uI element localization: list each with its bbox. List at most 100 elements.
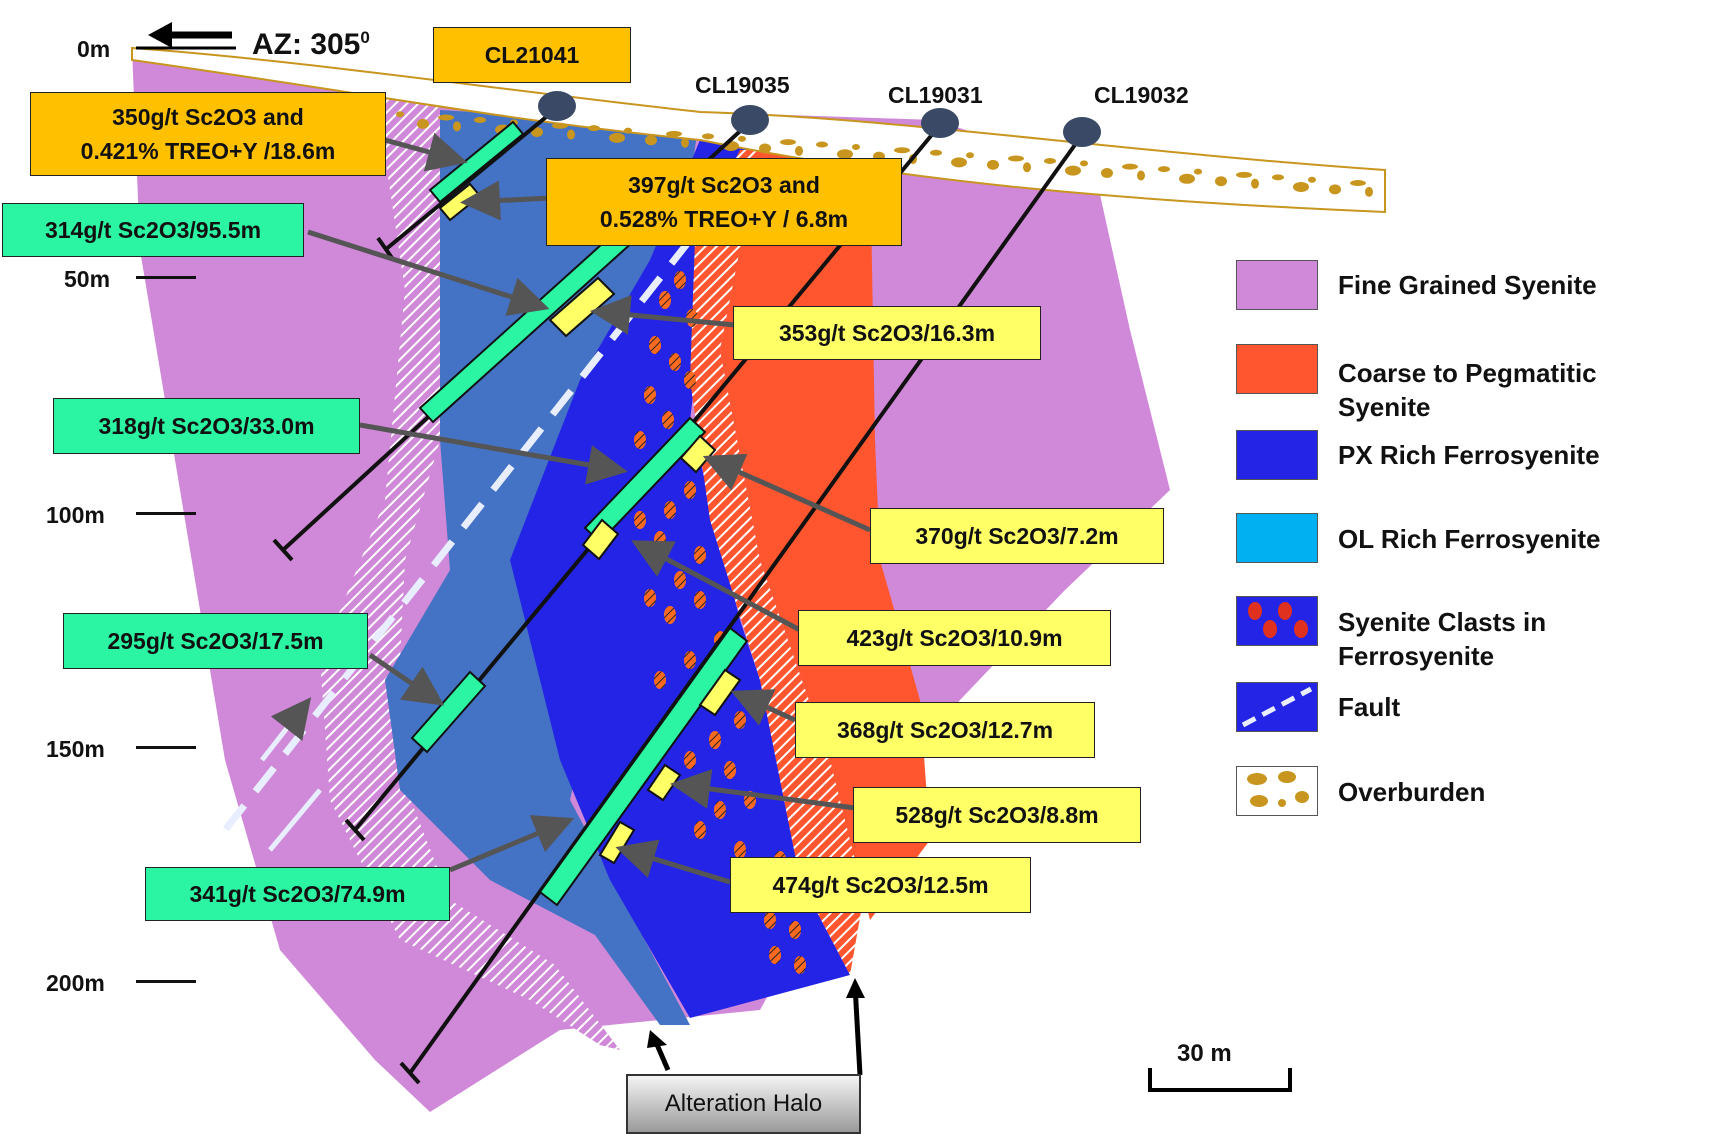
drill-hole-cl19032: CL19032 xyxy=(1094,82,1189,108)
overburden-pebble xyxy=(1137,170,1145,181)
legend-swatch-px-ferrosyenite xyxy=(1236,430,1318,480)
intercept-label-yellow-5: 528g/t Sc2O3/8.8m xyxy=(853,787,1141,843)
clast-dot xyxy=(684,371,696,389)
clast-dot xyxy=(684,651,696,669)
clast-dot xyxy=(634,431,646,449)
legend-swatch-overburden xyxy=(1236,766,1318,816)
overburden-pebble xyxy=(417,118,429,129)
clast-dot xyxy=(662,411,674,429)
clast-dot xyxy=(674,271,686,289)
clast-dot xyxy=(769,946,781,964)
intercept-label-orange-1: 350g/t Sc2O3 and 0.421% TREO+Y /18.6m xyxy=(30,92,386,176)
overburden-pebble xyxy=(951,157,967,168)
overburden-pebble xyxy=(1215,176,1227,187)
azimuth-label: AZ: 3050 xyxy=(252,28,370,62)
clast-dot xyxy=(694,546,706,564)
clast-dot xyxy=(794,956,806,974)
legend-swatch-fault xyxy=(1236,682,1318,732)
overburden-pebble xyxy=(474,116,486,123)
overburden-pebble xyxy=(1023,162,1031,173)
overburden-pebble xyxy=(1044,157,1056,164)
overburden-pebble xyxy=(624,127,632,134)
overburden-pebble xyxy=(1308,176,1316,183)
intercept-label-yellow-3: 423g/t Sc2O3/10.9m xyxy=(798,610,1111,666)
overburden-pebble xyxy=(567,129,575,140)
clast-dot xyxy=(669,353,681,371)
depth-tick-150 xyxy=(136,746,196,749)
clast-dot xyxy=(789,921,801,939)
legend-label-px-ferrosyenite: PX Rich Ferrosyenite xyxy=(1338,440,1600,470)
legend-swatch-ol-ferrosyenite xyxy=(1236,513,1318,563)
overburden-pebble xyxy=(1008,155,1024,162)
intercept-label-green-2: 318g/t Sc2O3/33.0m xyxy=(53,398,360,454)
clast-dot xyxy=(644,589,656,607)
overburden-pebble xyxy=(1122,163,1138,170)
overburden-pebble xyxy=(666,130,682,137)
overburden-pebble xyxy=(780,139,796,146)
legend-label-fault: Fault xyxy=(1338,692,1401,722)
overburden-pebble xyxy=(645,135,657,146)
depth-tick-200 xyxy=(136,980,196,983)
overburden-pebble xyxy=(1179,173,1195,184)
overburden-pebble xyxy=(1236,171,1252,178)
scale-bar-label: 30 m xyxy=(1177,1040,1232,1067)
overburden-pebble xyxy=(795,145,803,156)
depth-label-200: 200m xyxy=(46,970,105,996)
azimuth-text: AZ: 305 xyxy=(252,28,361,61)
drill-collars xyxy=(538,91,1101,147)
fault-arrow-up xyxy=(260,697,312,762)
overburden-pebble xyxy=(852,144,860,151)
overburden-pebble xyxy=(759,143,771,154)
clast-dot xyxy=(709,731,721,749)
overburden-pebble xyxy=(894,147,910,154)
clast-dot xyxy=(649,336,661,354)
overburden-pebble xyxy=(1080,160,1088,167)
intercept-label-green-3: 295g/t Sc2O3/17.5m xyxy=(63,613,368,669)
clast-dot xyxy=(734,711,746,729)
overburden-pebble xyxy=(1158,166,1170,173)
drill-hole-cl19035: CL19035 xyxy=(695,72,790,98)
legend-label-fine-grained-syenite: Fine Grained Syenite xyxy=(1338,270,1597,300)
clast-dot xyxy=(644,386,656,404)
clast-dot xyxy=(684,751,696,769)
depth-tick-100 xyxy=(136,512,196,515)
legend-label-pegmatitic-syenite: Coarse to Pegmatitic Syenite xyxy=(1338,358,1597,422)
legend-fault-line xyxy=(1241,686,1313,728)
overburden-pebble xyxy=(1329,184,1341,195)
overburden-pebble xyxy=(1101,168,1113,179)
intercept-label-yellow-1: 353g/t Sc2O3/16.3m xyxy=(733,306,1041,360)
depth-label-50: 50m xyxy=(64,266,111,292)
clast-dot xyxy=(724,761,736,779)
overburden-pebble xyxy=(1065,165,1081,176)
legend-label-ol-ferrosyenite: OL Rich Ferrosyenite xyxy=(1338,524,1601,554)
overburden-pebble xyxy=(552,122,568,129)
intercept-label-green-4: 341g/t Sc2O3/74.9m xyxy=(145,867,450,921)
legend-swatch-syenite-clasts xyxy=(1236,596,1318,646)
overburden-pebble xyxy=(816,141,828,148)
depth-label-150: 150m xyxy=(46,736,105,762)
scale-bar xyxy=(1148,1068,1292,1092)
overburden-pebble xyxy=(396,111,404,118)
depth-label-0: 0m xyxy=(77,36,111,62)
legend-swatch-pegmatitic-syenite xyxy=(1236,344,1318,394)
intercept-bars xyxy=(410,120,749,907)
clast-dot xyxy=(714,801,726,819)
overburden-pebble xyxy=(702,133,714,140)
clast-dot xyxy=(734,841,746,859)
clast-dot xyxy=(764,911,776,929)
intercept-label-green-1: 314g/t Sc2O3/95.5m xyxy=(2,203,304,257)
clast-dot xyxy=(694,591,706,609)
overburden-pebble xyxy=(588,125,600,132)
overburden-pebble xyxy=(930,149,942,156)
clast-dot xyxy=(694,821,706,839)
drill-hole-cl19031: CL19031 xyxy=(888,82,983,108)
overburden-pebble xyxy=(1350,180,1366,187)
legend-overburden-dots xyxy=(1247,771,1309,807)
depth-tick-50 xyxy=(136,276,196,279)
intercept-label-yellow-6: 474g/t Sc2O3/12.5m xyxy=(730,857,1031,913)
drill-hole-cl21041: CL21041 xyxy=(433,27,631,83)
overburden-pebble xyxy=(438,114,454,121)
overburden-pebble xyxy=(1194,168,1202,175)
overburden-pebble xyxy=(966,152,974,159)
fault-arrow-down xyxy=(268,788,322,852)
